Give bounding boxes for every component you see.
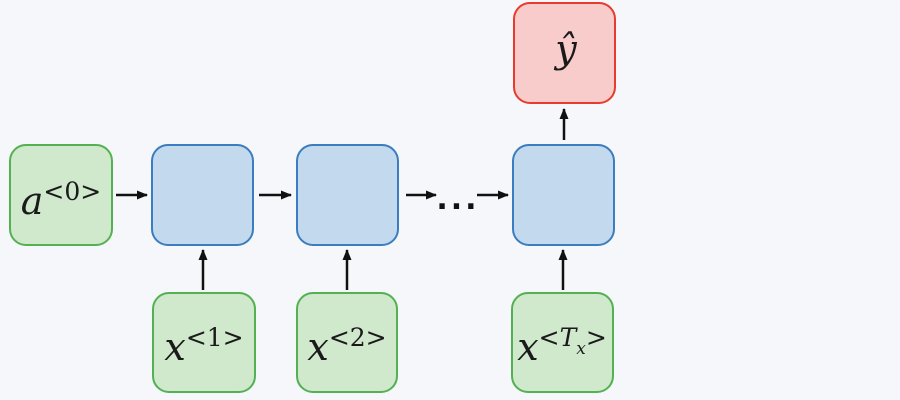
node-x2-box — [296, 292, 398, 393]
node-rnn-cell-1-box — [151, 144, 254, 246]
node-xT-box — [511, 292, 614, 393]
node-yhat-box — [513, 2, 616, 104]
node-rnn-cell-2-box — [296, 144, 399, 246]
label-a0: a<0> — [21, 177, 101, 223]
label-xT: x<Tx> — [517, 323, 607, 369]
ellipsis-dots: ... — [436, 182, 479, 217]
node-a0-box — [9, 144, 113, 246]
node-rnn-cell-last-box — [512, 144, 615, 246]
label-yhat: ŷ — [553, 27, 577, 71]
node-x1-box — [152, 292, 256, 393]
label-x1: x<1> — [164, 323, 243, 369]
label-x2: x<2> — [307, 323, 386, 369]
